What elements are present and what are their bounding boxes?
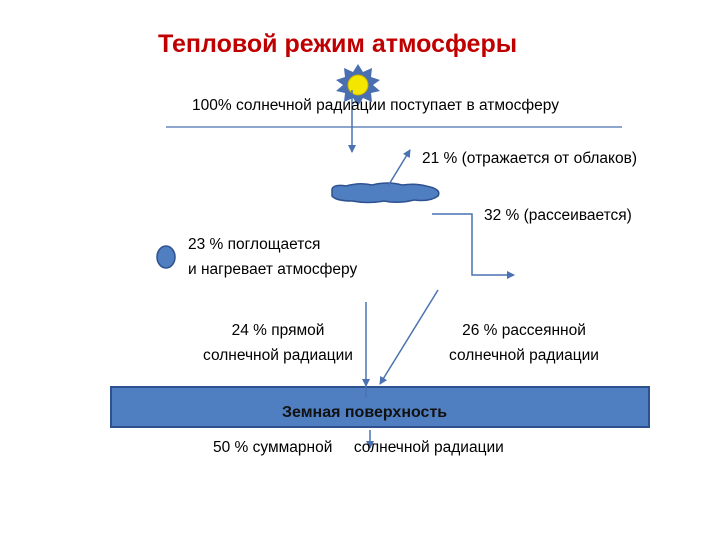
direct-label-line2: солнечной радиации	[203, 347, 353, 364]
diffuse-label: 26 % рассеянной солнечной радиации	[430, 318, 618, 368]
diffuse-arrow	[379, 289, 439, 385]
reflected-label: 21 % (отражается от облаков)	[422, 150, 638, 167]
absorbed-label-line1: 23 % поглощается	[188, 236, 321, 253]
reflected-arrow	[387, 149, 411, 187]
cloud-icon	[331, 182, 440, 204]
particle-icon	[156, 245, 176, 269]
incoming-label: 100% солнечной радиации поступает в атмо…	[192, 97, 559, 114]
diffuse-label-line2: солнечной радиации	[449, 347, 599, 364]
direct-label: 24 % прямой солнечной радиации	[188, 318, 368, 368]
absorbed-label-line2: и нагревает атмосферу	[188, 261, 358, 278]
scattered-arrow	[432, 213, 515, 279]
direct-label-line1: 24 % прямой	[231, 322, 325, 339]
absorbed-label: 23 % поглощается и нагревает атмосферу	[188, 232, 357, 282]
page-title: Тепловой режим атмосферы	[158, 30, 518, 58]
sun-icon	[336, 64, 380, 106]
earth-surface	[110, 386, 650, 428]
total-label: 50 % суммарной солнечной радиации	[213, 439, 504, 456]
diffuse-label-line1: 26 % рассеянной	[462, 322, 586, 339]
scattered-label: 32 % (рассеивается)	[484, 207, 632, 224]
surface-label: Земная поверхность	[282, 404, 448, 421]
